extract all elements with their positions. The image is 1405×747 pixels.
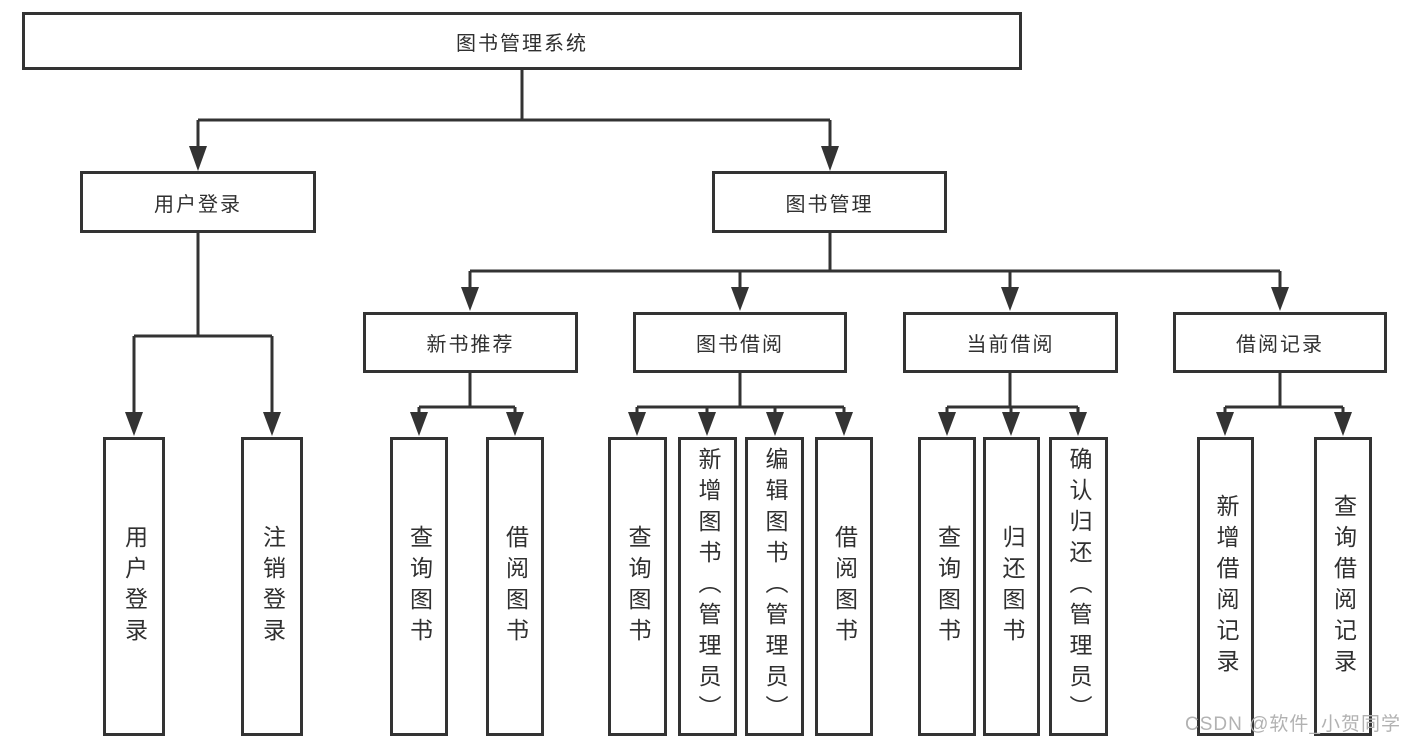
node-book-management: 图书管理	[712, 171, 947, 233]
node-leaf-logout: 注销登录	[241, 437, 303, 736]
node-leaf-query-borrow-record-label: 查询借阅记录	[1330, 493, 1357, 680]
node-leaf-confirm-return-admin: 确认归还（管理员）	[1049, 437, 1108, 736]
node-leaf-query-books-3-label: 查询图书	[934, 524, 961, 649]
node-leaf-query-books-2: 查询图书	[608, 437, 667, 736]
node-leaf-user-login: 用户登录	[103, 437, 165, 736]
node-leaf-add-borrow-record: 新增借阅记录	[1197, 437, 1254, 736]
node-book-borrowing: 图书借阅	[633, 312, 847, 373]
node-leaf-borrow-books-1: 借阅图书	[486, 437, 544, 736]
node-leaf-confirm-return-admin-label: 确认归还（管理员）	[1066, 447, 1092, 726]
node-leaf-query-books-2-label: 查询图书	[625, 524, 651, 649]
node-book-borrowing-label: 图书借阅	[696, 334, 784, 356]
node-leaf-add-book-admin: 新增图书（管理员）	[678, 437, 737, 736]
node-leaf-edit-book-admin-label: 编辑图书（管理员）	[762, 447, 788, 726]
node-leaf-borrow-books-1-label: 借阅图书	[502, 524, 529, 649]
node-leaf-return-books-label: 归还图书	[999, 524, 1025, 649]
node-user-login-label: 用户登录	[154, 193, 242, 216]
node-leaf-query-borrow-record: 查询借阅记录	[1314, 437, 1372, 736]
node-root: 图书管理系统	[22, 12, 1022, 70]
node-user-login: 用户登录	[80, 171, 316, 233]
node-leaf-query-books-3: 查询图书	[918, 437, 976, 736]
node-current-borrowing: 当前借阅	[903, 312, 1118, 373]
node-leaf-query-books-1-label: 查询图书	[406, 524, 433, 649]
node-borrowing-records-label: 借阅记录	[1236, 334, 1324, 356]
node-leaf-add-borrow-record-label: 新增借阅记录	[1213, 493, 1239, 680]
node-leaf-edit-book-admin: 编辑图书（管理员）	[745, 437, 804, 736]
csdn-watermark: CSDN @软件_小贺同学	[1185, 714, 1401, 735]
node-new-book-recommend: 新书推荐	[363, 312, 578, 373]
node-leaf-borrow-books-2-label: 借阅图书	[831, 524, 858, 649]
node-borrowing-records: 借阅记录	[1173, 312, 1387, 373]
node-book-management-label: 图书管理	[785, 193, 874, 216]
node-leaf-logout-label: 注销登录	[259, 524, 286, 649]
node-current-borrowing-label: 当前借阅	[966, 334, 1055, 356]
node-leaf-add-book-admin-label: 新增图书（管理员）	[695, 447, 721, 726]
node-leaf-query-books-1: 查询图书	[390, 437, 448, 736]
node-leaf-user-login-label: 用户登录	[121, 524, 148, 649]
node-new-book-recommend-label: 新书推荐	[426, 334, 515, 356]
node-root-label: 图书管理系统	[456, 32, 588, 55]
node-leaf-borrow-books-2: 借阅图书	[815, 437, 873, 736]
node-leaf-return-books: 归还图书	[983, 437, 1040, 736]
